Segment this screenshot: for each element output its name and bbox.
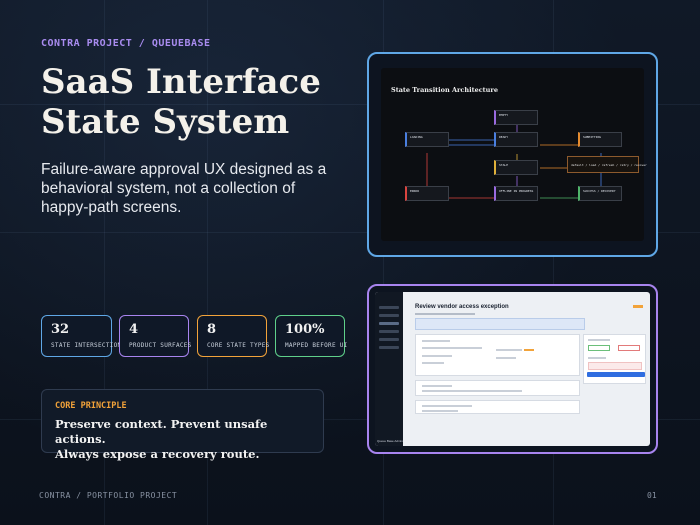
principle-line-2: Always expose a recovery route.: [55, 447, 260, 461]
state-node: STALE: [494, 160, 538, 175]
state-node: LOADING: [405, 132, 449, 147]
stat-value: 4: [129, 322, 139, 337]
stat-value: 8: [207, 322, 217, 337]
diagram-title: State Transition Architecture: [391, 86, 498, 94]
sidebar-item: [379, 314, 399, 317]
preview-alert: [415, 318, 585, 330]
preview-sidebar-footer: Queue Base Admin: [377, 439, 403, 443]
state-node: ERROR: [405, 186, 449, 201]
text-bar: [588, 339, 610, 341]
preview-error: [588, 362, 642, 370]
text-bar: [422, 355, 452, 357]
text-bar: [496, 357, 516, 359]
stat-value: 100%: [285, 322, 325, 337]
grid-line: [0, 104, 700, 105]
grid-line: [0, 232, 700, 233]
stat-label: MAPPED BEFORE UI: [285, 342, 348, 349]
grid-line: [207, 0, 208, 525]
grid-line: [0, 419, 700, 420]
page-subtitle: Failure-aware approval UX designed as a …: [41, 161, 327, 216]
text-bar: [422, 340, 450, 342]
core-principle-card: CORE PRINCIPLE Preserve context. Prevent…: [41, 389, 324, 461]
text-bar: [422, 385, 452, 387]
preview-form-card: [415, 334, 580, 376]
sidebar-item: [379, 322, 399, 325]
text-bar: [422, 347, 482, 349]
stat-card-product-surfaces: 4 PRODUCT SURFACES: [119, 315, 192, 357]
text-bar: [588, 357, 606, 359]
text-bar: [524, 349, 534, 351]
state-node: OFFLINE IN PROGRESS: [494, 186, 538, 201]
preview-field: [618, 345, 640, 351]
preview-field: [588, 345, 610, 351]
preview-card: [415, 380, 580, 396]
grid-line: [553, 0, 554, 525]
sidebar-item: [379, 346, 399, 349]
principle-line-1: Preserve context. Prevent unsafe actions…: [55, 417, 268, 446]
preview-page-title: Review vendor access exception: [415, 304, 509, 310]
state-node: EMPTY: [494, 110, 538, 125]
title-line-2: State System: [41, 102, 290, 142]
preview-card: [415, 400, 580, 414]
text-bar: [422, 362, 444, 364]
state-diagram-preview: State Transition Architecture LOADING EM…: [367, 52, 658, 257]
text-bar: [422, 405, 472, 407]
transition-callout: default / load / refresh / retry / recov…: [567, 156, 647, 173]
stat-value: 32: [51, 322, 70, 337]
grid-line: [104, 0, 105, 525]
grid-line: [383, 0, 384, 525]
preview-primary-button: [587, 372, 645, 377]
preview-subtitle-bar: [415, 313, 475, 315]
text-bar: [422, 410, 458, 412]
principle-label: CORE PRINCIPLE: [55, 401, 127, 411]
sidebar-item: [379, 338, 399, 341]
sidebar-item: [379, 306, 399, 309]
stat-label: CORE STATE TYPES: [207, 342, 270, 349]
diagram-canvas: [381, 68, 644, 241]
preview-status-tag: [633, 305, 643, 308]
stat-label: STATE INTERSECTIONS: [51, 342, 126, 349]
text-bar: [422, 390, 522, 392]
page-number: 01: [647, 491, 657, 500]
text-bar: [496, 349, 522, 351]
ui-screen-preview: Review vendor access exception: [367, 284, 658, 454]
project-eyebrow: CONTRA PROJECT / QUEUEBASE: [41, 38, 211, 49]
stat-card-core-state-types: 8 CORE STATE TYPES: [197, 315, 270, 357]
preview-sidebar: [375, 292, 403, 446]
page-title: SaaS Interface State System: [41, 62, 341, 142]
ui-canvas: Review vendor access exception: [375, 292, 650, 446]
state-node: READY: [494, 132, 538, 147]
state-node: SUBMITTING: [578, 132, 622, 147]
stat-card-mapped-before-ui: 100% MAPPED BEFORE UI: [275, 315, 348, 357]
principle-text: Preserve context. Prevent unsafe actions…: [55, 417, 310, 462]
sidebar-item: [379, 330, 399, 333]
footer-label: CONTRA / PORTFOLIO PROJECT: [39, 491, 178, 500]
title-line-1: SaaS Interface: [41, 62, 321, 102]
stat-card-state-intersections: 32 STATE INTERSECTIONS: [41, 315, 126, 357]
state-node: SUCCESS / RECOVERY: [578, 186, 622, 201]
stat-label: PRODUCT SURFACES: [129, 342, 192, 349]
